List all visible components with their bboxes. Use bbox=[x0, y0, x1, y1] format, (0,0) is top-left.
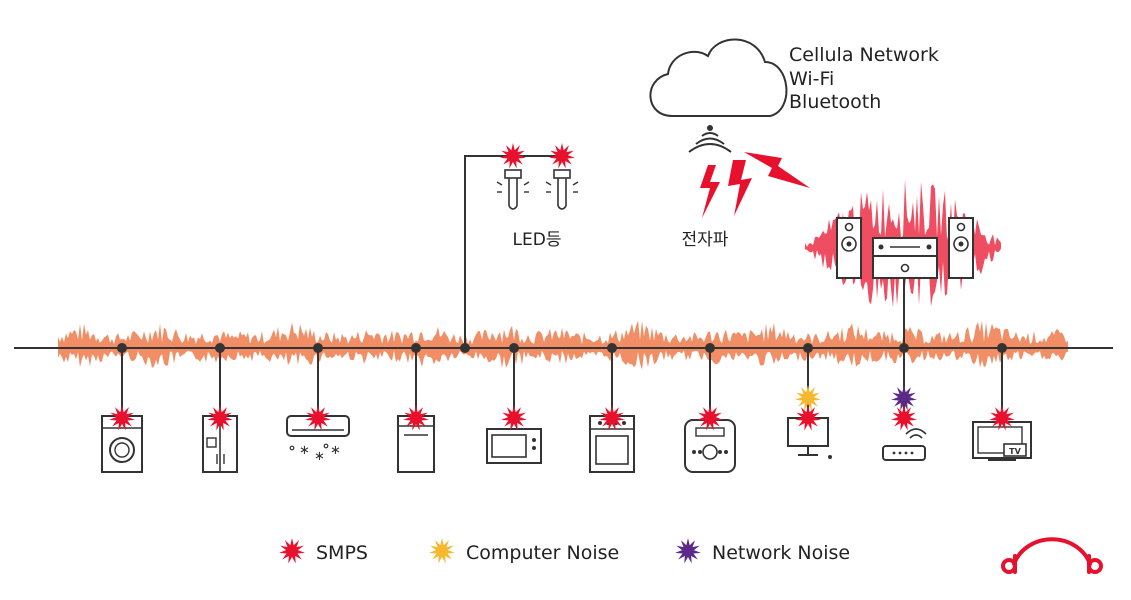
line-noise-waveform bbox=[58, 320, 1068, 370]
legend-label-computer-noise: Computer Noise bbox=[466, 542, 619, 564]
oven-icon bbox=[589, 415, 635, 473]
junction-node bbox=[899, 343, 909, 353]
rice-cooker-icon bbox=[684, 419, 736, 473]
smps-noise-star bbox=[795, 405, 821, 431]
junction-node bbox=[313, 343, 323, 353]
em-wave-bolts bbox=[700, 152, 810, 218]
legend-label-smps: SMPS bbox=[316, 542, 368, 564]
appliance-group: ∗ ∗ ∗ TV bbox=[101, 343, 1032, 473]
led-lamp-right bbox=[545, 169, 579, 210]
smps-noise-star bbox=[891, 405, 917, 431]
air-conditioner-icon: ∗ ∗ ∗ bbox=[286, 415, 350, 464]
smps-noise-star bbox=[305, 405, 331, 431]
speaker-left-icon bbox=[836, 217, 862, 279]
smps-noise-star bbox=[207, 405, 233, 431]
smps-noise-star bbox=[109, 405, 135, 431]
junction-node bbox=[215, 343, 225, 353]
smps-noise-star bbox=[403, 405, 429, 431]
signal-dot bbox=[707, 125, 713, 131]
junction-node bbox=[117, 343, 127, 353]
junction-node bbox=[803, 343, 813, 353]
legend-star-2 bbox=[675, 538, 701, 564]
bolt-icon bbox=[744, 152, 810, 188]
junction-node bbox=[509, 343, 519, 353]
junction-node bbox=[411, 343, 421, 353]
network-label-cellular: Cellula Network bbox=[789, 44, 939, 66]
smps-noise-star bbox=[501, 405, 527, 431]
junction-node bbox=[705, 343, 715, 353]
legend-star-0 bbox=[279, 538, 305, 564]
wireless-signal-icon bbox=[688, 132, 732, 153]
washing-machine-icon bbox=[101, 415, 143, 473]
speaker-right-icon bbox=[948, 217, 974, 279]
brand-logo bbox=[1001, 537, 1103, 574]
router-icon bbox=[882, 428, 927, 461]
tv-badge-label: TV bbox=[1009, 447, 1021, 456]
svg-text:∗: ∗ bbox=[330, 443, 341, 458]
smps-noise-star bbox=[500, 143, 526, 169]
junction-node bbox=[997, 343, 1007, 353]
computer-noise-star bbox=[795, 385, 821, 411]
refrigerator-icon bbox=[202, 415, 238, 473]
network-noise-star bbox=[891, 385, 917, 411]
network-label-bluetooth: Bluetooth bbox=[789, 91, 881, 113]
svg-text:∗: ∗ bbox=[299, 443, 310, 458]
cloud-icon bbox=[649, 38, 788, 117]
led-lamp-left bbox=[496, 169, 530, 210]
svg-text:∗: ∗ bbox=[314, 449, 325, 464]
network-labels: Cellula Network Wi-Fi Bluetooth bbox=[789, 44, 939, 113]
dishwasher-icon bbox=[397, 415, 435, 473]
network-label-wifi: Wi-Fi bbox=[789, 68, 834, 90]
legend-label-network-noise: Network Noise bbox=[712, 542, 850, 564]
legend: SMPS Computer Noise Network Noise bbox=[279, 538, 850, 564]
smps-noise-star bbox=[599, 405, 625, 431]
smps-noise-star bbox=[697, 405, 723, 431]
smps-noise-star bbox=[989, 405, 1015, 431]
bolt-icon bbox=[700, 165, 720, 218]
legend-star-1 bbox=[429, 538, 455, 564]
em-wave-label: 전자파 bbox=[682, 230, 729, 250]
bolt-icon bbox=[728, 160, 752, 216]
amplifier-icon bbox=[872, 237, 938, 279]
led-branch bbox=[464, 155, 562, 348]
junction-node bbox=[460, 343, 470, 353]
tv-icon: TV bbox=[972, 421, 1032, 461]
led-label: LED등 bbox=[513, 230, 562, 250]
junction-node bbox=[607, 343, 617, 353]
smps-noise-star bbox=[549, 143, 575, 169]
microwave-icon bbox=[486, 428, 542, 464]
